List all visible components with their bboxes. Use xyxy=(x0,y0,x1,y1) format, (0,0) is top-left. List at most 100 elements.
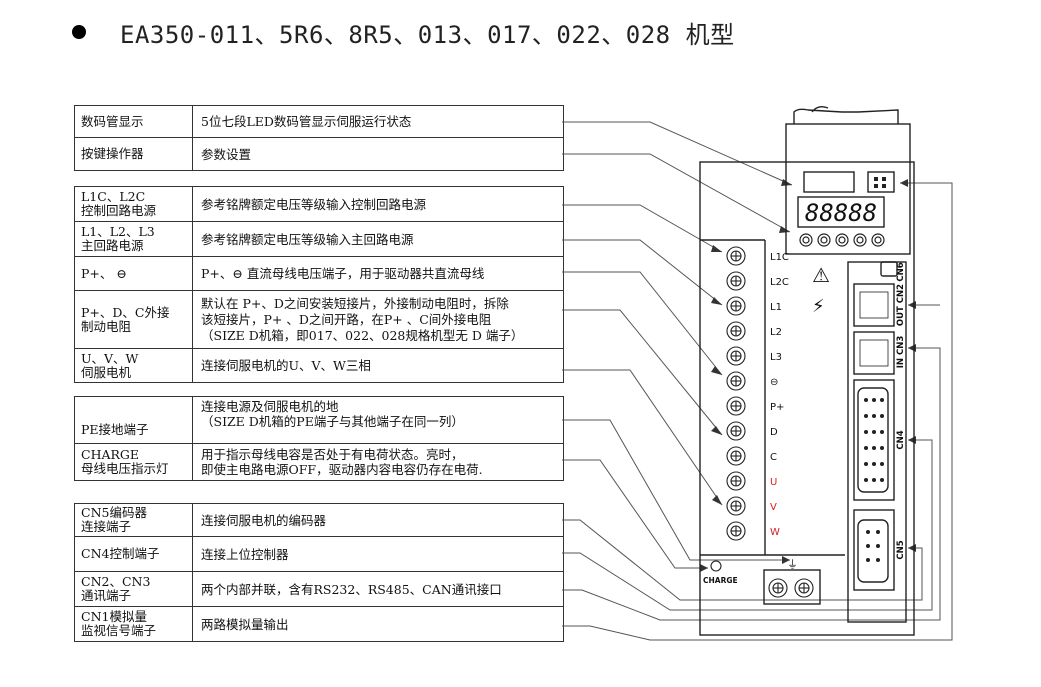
cn4-pin xyxy=(872,414,876,418)
cn6-pin xyxy=(874,184,878,188)
screw-pe1-icon xyxy=(768,578,788,598)
arrow-keypad xyxy=(779,226,790,233)
key-4-inner xyxy=(856,236,864,244)
cover-clip xyxy=(793,108,899,124)
cn4-pin xyxy=(880,462,884,466)
cn5-pin xyxy=(866,558,870,562)
cn4-pin xyxy=(872,398,876,402)
leader-uvw xyxy=(562,369,723,506)
label-cn2: OUT CN2 xyxy=(896,284,906,326)
row-desc: 参考铭牌额定电压等级输入主回路电源 xyxy=(201,231,414,247)
cn4-dsub xyxy=(857,387,889,493)
cn5-pin xyxy=(866,544,870,548)
arrow-cn3 xyxy=(908,344,916,352)
screw-l1c-icon xyxy=(726,246,746,266)
screw-c-icon xyxy=(726,446,746,466)
warning-symbols: ⚠ ⚡ xyxy=(812,263,830,317)
term-l1c: L1C xyxy=(770,252,789,263)
term-w: W xyxy=(770,527,780,538)
row-pe-ground: PE接地端子 连接电源及伺服电机的地（SIZE D机箱的PE端子与其他端子在同一… xyxy=(75,397,563,444)
arrow-cn6 xyxy=(900,179,908,187)
row-label: P+、 ⊖ xyxy=(75,257,193,290)
drive-body xyxy=(699,105,915,636)
panel-window xyxy=(803,171,855,193)
leader-l1c xyxy=(562,204,723,253)
term-c: C xyxy=(770,452,777,463)
keypad xyxy=(799,233,885,247)
row-desc: 连接伺服电机的编码器 xyxy=(201,512,327,528)
leader-keypad xyxy=(562,153,791,233)
row-desc: 连接伺服电机的U、V、W三相 xyxy=(201,358,371,373)
row-label: P+、D、C外接制动电阻 xyxy=(75,291,193,348)
cn5-pin xyxy=(866,530,870,534)
cn5-pin xyxy=(876,544,880,548)
row-desc: 5位七段LED数码管显示伺服运行状态 xyxy=(201,114,412,129)
row-dc-bus: P+、 ⊖ P+、⊖ 直流母线电压端子，用于驱动器共直流母线 xyxy=(75,257,563,291)
row-desc: 两个内部并联，含有RS232、RS485、CAN通讯接口 xyxy=(201,581,502,597)
cn4-pin xyxy=(872,462,876,466)
arrow-cn2 xyxy=(908,301,916,309)
cn5-frame xyxy=(853,509,895,591)
row-label: CN4控制端子 xyxy=(75,537,193,571)
cn4-pin xyxy=(880,414,884,418)
leader-cn2cn3 xyxy=(562,347,941,621)
screw-l2-icon xyxy=(726,321,746,341)
row-label: CN5编码器连接端子 xyxy=(75,504,193,536)
row-brake-resistor: P+、D、C外接制动电阻 默认在 P+、D之间安装短接片，外接制动电阻时，拆除该… xyxy=(75,291,563,349)
cn4-pin xyxy=(880,446,884,450)
high-voltage-icon: ⚡ xyxy=(812,296,825,317)
term-l1: L1 xyxy=(770,302,782,313)
label-cn4: CN4 xyxy=(896,430,906,449)
term-d: D xyxy=(770,427,778,438)
key-1-inner xyxy=(802,236,810,244)
arrow-cn5 xyxy=(908,544,916,552)
row-label: PE接地端子 xyxy=(75,397,193,443)
cn4-pin xyxy=(872,478,876,482)
model-title: EA350-011、5R6、8R5、013、017、022、028 机型 xyxy=(120,20,735,49)
row-cn4: CN4控制端子 连接上位控制器 xyxy=(75,537,563,572)
drive-case xyxy=(699,161,915,636)
cn4-pin xyxy=(880,398,884,402)
page-title: EA350-011、5R6、8R5、013、017、022、028 机型 xyxy=(72,14,735,50)
arrow-uvw xyxy=(712,495,722,505)
top-cover xyxy=(785,123,911,255)
row-label: CN1模拟量监视信号端子 xyxy=(75,607,193,641)
cn4-pin xyxy=(864,478,868,482)
label-cn5: CN5 xyxy=(896,540,906,559)
cn2-jack xyxy=(859,291,889,319)
leader-brake xyxy=(562,309,723,436)
cn3-jack xyxy=(859,339,889,367)
key-5-inner xyxy=(874,236,882,244)
row-desc: 用于指示母线电容是否处于有电荷状态。亮时，即使主电路电源OFF，驱动器内容电容仍… xyxy=(201,447,483,477)
leader-cn4 xyxy=(562,439,933,611)
screw-l2c-icon xyxy=(726,271,746,291)
cover-hinge xyxy=(811,105,829,113)
row-label: 数码管显示 xyxy=(75,106,193,137)
arrow-charge xyxy=(700,564,708,572)
connector-labels: CN6 OUT CN2 IN CN3 CN4 CN5 xyxy=(896,262,906,559)
leader-pbus xyxy=(562,271,723,376)
leader-cn5 xyxy=(562,519,923,601)
cn6-pin xyxy=(874,177,878,181)
cn4-pin xyxy=(880,478,884,482)
screw-pplus-icon xyxy=(726,396,746,416)
row-desc: 两路模拟量输出 xyxy=(201,616,289,632)
cn4-pin xyxy=(872,446,876,450)
leader-charge xyxy=(562,459,708,569)
screw-l3-icon xyxy=(726,346,746,366)
rj45-detail xyxy=(859,291,889,367)
row-desc: 参数设置 xyxy=(201,146,252,162)
screw-w-icon xyxy=(726,521,746,541)
cn4-pin xyxy=(864,414,868,418)
label-cn6: CN6 xyxy=(896,262,906,281)
charge-lamp-icon xyxy=(710,560,722,572)
row-keypad: 按键操作器 参数设置 xyxy=(75,138,563,171)
hot-surface-icon: ⚠ xyxy=(812,263,830,287)
row-desc: P+、⊖ 直流母线电压端子，用于驱动器共直流母线 xyxy=(201,266,485,281)
